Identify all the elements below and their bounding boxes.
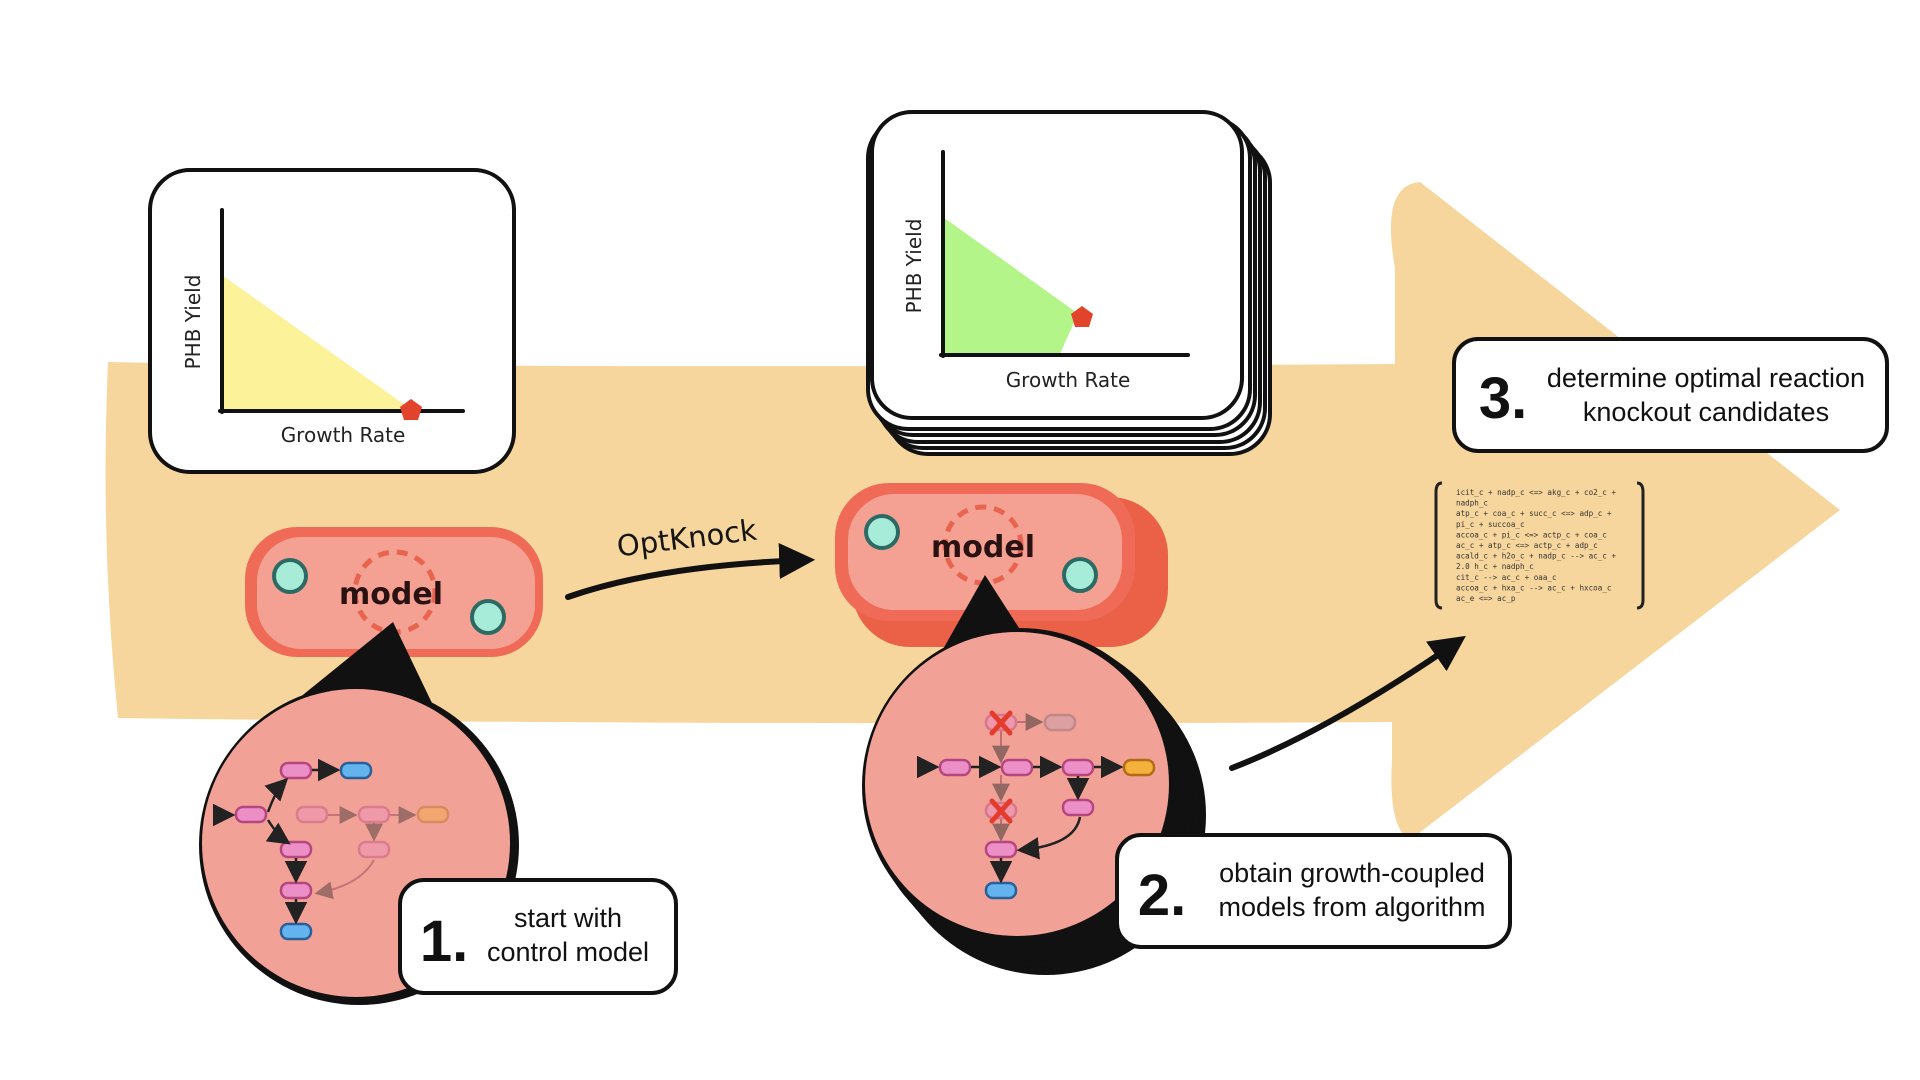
reaction-line: 2.0 h_c + nadph_c [1456, 562, 1534, 571]
step-1-number: 1. [420, 909, 468, 974]
step-3-line2: knockout candidates [1583, 397, 1829, 427]
plot-control: Growth Rate PHB Yield [148, 168, 516, 474]
reaction-line: ac_e <=> ac_p [1456, 594, 1516, 603]
plot-control-feasible-area [222, 275, 412, 410]
plot-control-xlabel: Growth Rate [281, 423, 406, 447]
knockout-mark [989, 798, 1013, 824]
cell-organelle [470, 599, 506, 635]
optknock-arrow [565, 542, 816, 600]
step-1-box: 1. start with control model [398, 878, 678, 995]
step-3-box: 3. determine optimal reaction knockout c… [1452, 337, 1889, 453]
cell-control-model: model [245, 527, 543, 657]
plot-control-ylabel: PHB Yield [181, 275, 205, 370]
reaction-line: accoa_c + pi_c <=> actp_c + coa_c [1456, 530, 1607, 539]
plot-growth-coupled-ylabel: PHB Yield [902, 219, 926, 314]
step-1-line2: control model [487, 937, 649, 967]
step-1-line1: start with [514, 903, 622, 933]
optimum-marker [400, 399, 422, 420]
reaction-line: pi_c + succoa_c [1456, 520, 1525, 529]
reaction-line: icit_c + nadp_c <=> akg_c + co2_c + [1456, 488, 1616, 497]
step-2-box: 2. obtain growth-coupled models from alg… [1115, 833, 1512, 949]
knockout-mark [989, 710, 1013, 736]
step-2-line2: models from algorithm [1218, 892, 1485, 922]
reaction-line: accoa_c + hxa_c --> ac_c + hxcoa_c [1456, 583, 1611, 592]
cell-organelle [1062, 557, 1098, 593]
step-2-line1: obtain growth-coupled [1219, 858, 1485, 888]
reaction-list: icit_c + nadp_c <=> akg_c + co2_c + nadph… [1456, 488, 1616, 603]
reaction-line: cit_c --> ac_c + oaa_c [1456, 573, 1557, 582]
step-3-number: 3. [1479, 366, 1527, 431]
cell-growth-coupled-label: model [931, 530, 1035, 565]
reaction-line: ac_c + atp_c <=> actp_c + adp_c [1456, 541, 1598, 550]
reaction-line: nadph_c [1456, 499, 1488, 508]
cell-organelle [864, 514, 900, 550]
plot-growth-coupled-xlabel: Growth Rate [1006, 368, 1131, 392]
plot-growth-coupled-stack: Growth Rate PHB Yield [866, 110, 1272, 456]
reaction-line: acald_c + h2o_c + nadp_c --> ac_c + [1456, 552, 1616, 561]
reaction-list-bracket: icit_c + nadp_c <=> akg_c + co2_c + nadph… [1434, 481, 1645, 610]
cell-growth-coupled-model: model [835, 483, 1168, 647]
optimum-marker [1071, 306, 1093, 327]
cell-organelle [272, 558, 308, 594]
step-2-number: 2. [1138, 863, 1186, 928]
plot-growth-coupled-feasible-area [943, 217, 1080, 354]
cell-control-label: model [339, 577, 443, 612]
step-3-line1: determine optimal reaction [1547, 363, 1865, 393]
reaction-line: atp_c + coa_c + succ_c <=> adp_c + [1456, 509, 1612, 518]
to-candidates-arrow [1229, 635, 1466, 771]
